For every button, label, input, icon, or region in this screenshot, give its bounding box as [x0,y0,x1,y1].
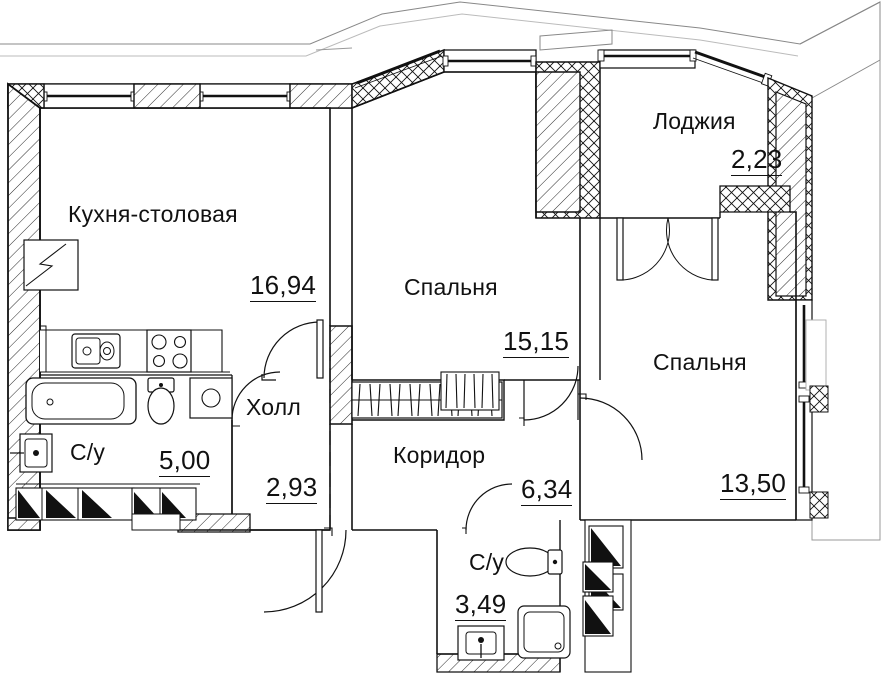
door-hall-entrance [263,527,347,613]
room-label-corridor: Коридор [393,442,486,468]
room-label-kitchen-dining: Кухня-столовая [68,201,238,227]
cabinet-symbols-left [15,483,200,531]
bathtub-fixture [25,377,137,425]
room-area-kitchen-dining: 16,94 [250,270,317,302]
room-label-hall: Холл [246,394,302,420]
door-loggia [616,217,719,281]
room-area-bathroom-main: 5,00 [159,445,211,477]
shower-tray-fixture [517,605,571,659]
cabinet-symbols-right [582,519,632,673]
fixtures-layer [10,239,632,673]
room-area-bathroom-second: 3,49 [455,589,507,621]
room-area-bedroom-1: 15,15 [503,326,570,358]
washbasin-fixture [189,377,233,419]
electrical-panel-fixture [23,239,79,291]
door-hall-bathroom [231,371,281,427]
doors [231,217,719,613]
kitchen-sink-fixture [71,333,121,369]
door-bedroom1-corridor [519,365,579,426]
room-label-loggia: Лоджия [653,108,736,134]
room-area-loggia: 2,23 [731,144,783,176]
cooktop-fixture [146,329,192,373]
room-area-bedroom-2: 13,50 [720,468,787,500]
room-label-bedroom-2: Спальня [653,349,747,375]
room-label-bathroom-second: С/у [469,549,505,575]
room-area-hall: 2,93 [266,472,318,504]
room-label-bathroom-main: С/у [70,439,106,465]
exterior-walls [7,48,829,673]
radiator-fixture-corridor [440,371,500,411]
washbasin-fixture-second [457,625,505,661]
door-corridor-bathroom2 [462,483,513,534]
toilet-fixture [147,377,175,425]
door-kitchen-hall [261,319,324,381]
kitchen-counter [40,325,230,373]
room-area-corridor: 6,34 [521,474,573,506]
door-corridor-bedroom2 [578,393,643,461]
room-label-bedroom-1: Спальня [404,274,498,300]
toilet-fixture-second [505,547,563,577]
washing-machine-fixture [10,433,53,473]
